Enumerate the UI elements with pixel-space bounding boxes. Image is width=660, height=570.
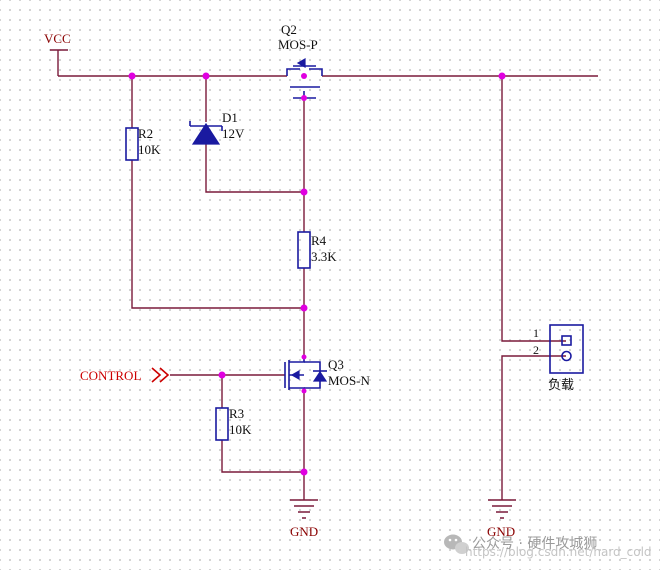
load-connector: 1 2 负载 (533, 324, 584, 393)
vcc-label: VCC (44, 31, 71, 46)
q2-value: MOS-P (278, 37, 318, 52)
load-pin2-wire (501, 355, 566, 500)
q2-channel (286, 68, 323, 76)
d1-value: 12V (222, 126, 245, 141)
vcc-symbol: VCC (44, 31, 71, 51)
d1-ref: D1 (222, 110, 238, 125)
r3-body (215, 407, 229, 441)
r4-value: 3.3K (311, 249, 337, 264)
r3-ref: R3 (229, 406, 244, 421)
q3-ref: Q3 (328, 357, 344, 372)
gnd-left-label: GND (290, 524, 318, 539)
connector-pin2-label: 2 (533, 343, 539, 357)
q3-arrow (290, 369, 300, 381)
q2-arrow (296, 57, 306, 69)
junction-dot (218, 371, 226, 379)
r2-ref: R2 (138, 126, 153, 141)
junction-dot (128, 72, 136, 80)
control-label: CONTROL (80, 368, 141, 383)
connector-pin1-label: 1 (533, 326, 539, 340)
r2-resistor: R2 10K (125, 126, 161, 161)
gnd-left-bars (290, 499, 318, 519)
connector-label: 负载 (548, 378, 574, 393)
junction-dot (300, 304, 308, 312)
r2-value: 10K (138, 142, 161, 157)
junction-dot (300, 188, 308, 196)
r2-leg-wire (131, 76, 304, 309)
wires (57, 50, 598, 500)
junction-dot (301, 388, 307, 394)
q3-body-diode (312, 370, 328, 382)
r4-resistor: R4 3.3K (297, 231, 337, 269)
gnd-right-bars (488, 499, 516, 519)
d1-bar (189, 121, 223, 131)
gnd-left-symbol: GND (290, 499, 318, 539)
wechat-icon (444, 534, 469, 554)
connector-pin1-square (561, 335, 572, 346)
q2-mosfet: Q2 MOS-P (278, 22, 323, 99)
r3-value: 10K (229, 422, 252, 437)
r4-ref: R4 (311, 233, 327, 248)
watermark: https://blog.csdn.net/hard_cold 公众号 · 硬件… (444, 534, 652, 559)
r3-resistor: R3 10K (215, 406, 252, 441)
q2-ref: Q2 (281, 22, 297, 37)
junction-dot (300, 468, 308, 476)
control-chevron (151, 367, 170, 383)
junction-dot (301, 354, 307, 360)
load-pin1-wire (501, 76, 566, 342)
watermark-text: 公众号 · 硬件攻城狮 (472, 536, 597, 552)
d1-leg-wire (205, 76, 304, 193)
d1-triangle (191, 122, 221, 145)
control-port: CONTROL (80, 367, 170, 383)
junctions (128, 72, 506, 476)
connector-pin2-circle (561, 350, 572, 362)
gnd-right-label: GND (487, 524, 515, 539)
d1-zener: D1 12V (189, 110, 245, 145)
gnd-right-symbol: GND (487, 499, 516, 539)
watermark-url: https://blog.csdn.net/hard_cold (465, 545, 652, 559)
r3-leg-wire (221, 375, 304, 473)
junction-dot (498, 72, 506, 80)
junction-dot (301, 73, 307, 79)
q3-value: MOS-N (328, 373, 371, 388)
q3-mosfet: Q3 MOS-N (284, 357, 371, 391)
connector-body (549, 324, 584, 374)
junction-dot (301, 95, 307, 101)
r4-body (297, 231, 311, 269)
junction-dot (202, 72, 210, 80)
r2-body (125, 127, 139, 161)
